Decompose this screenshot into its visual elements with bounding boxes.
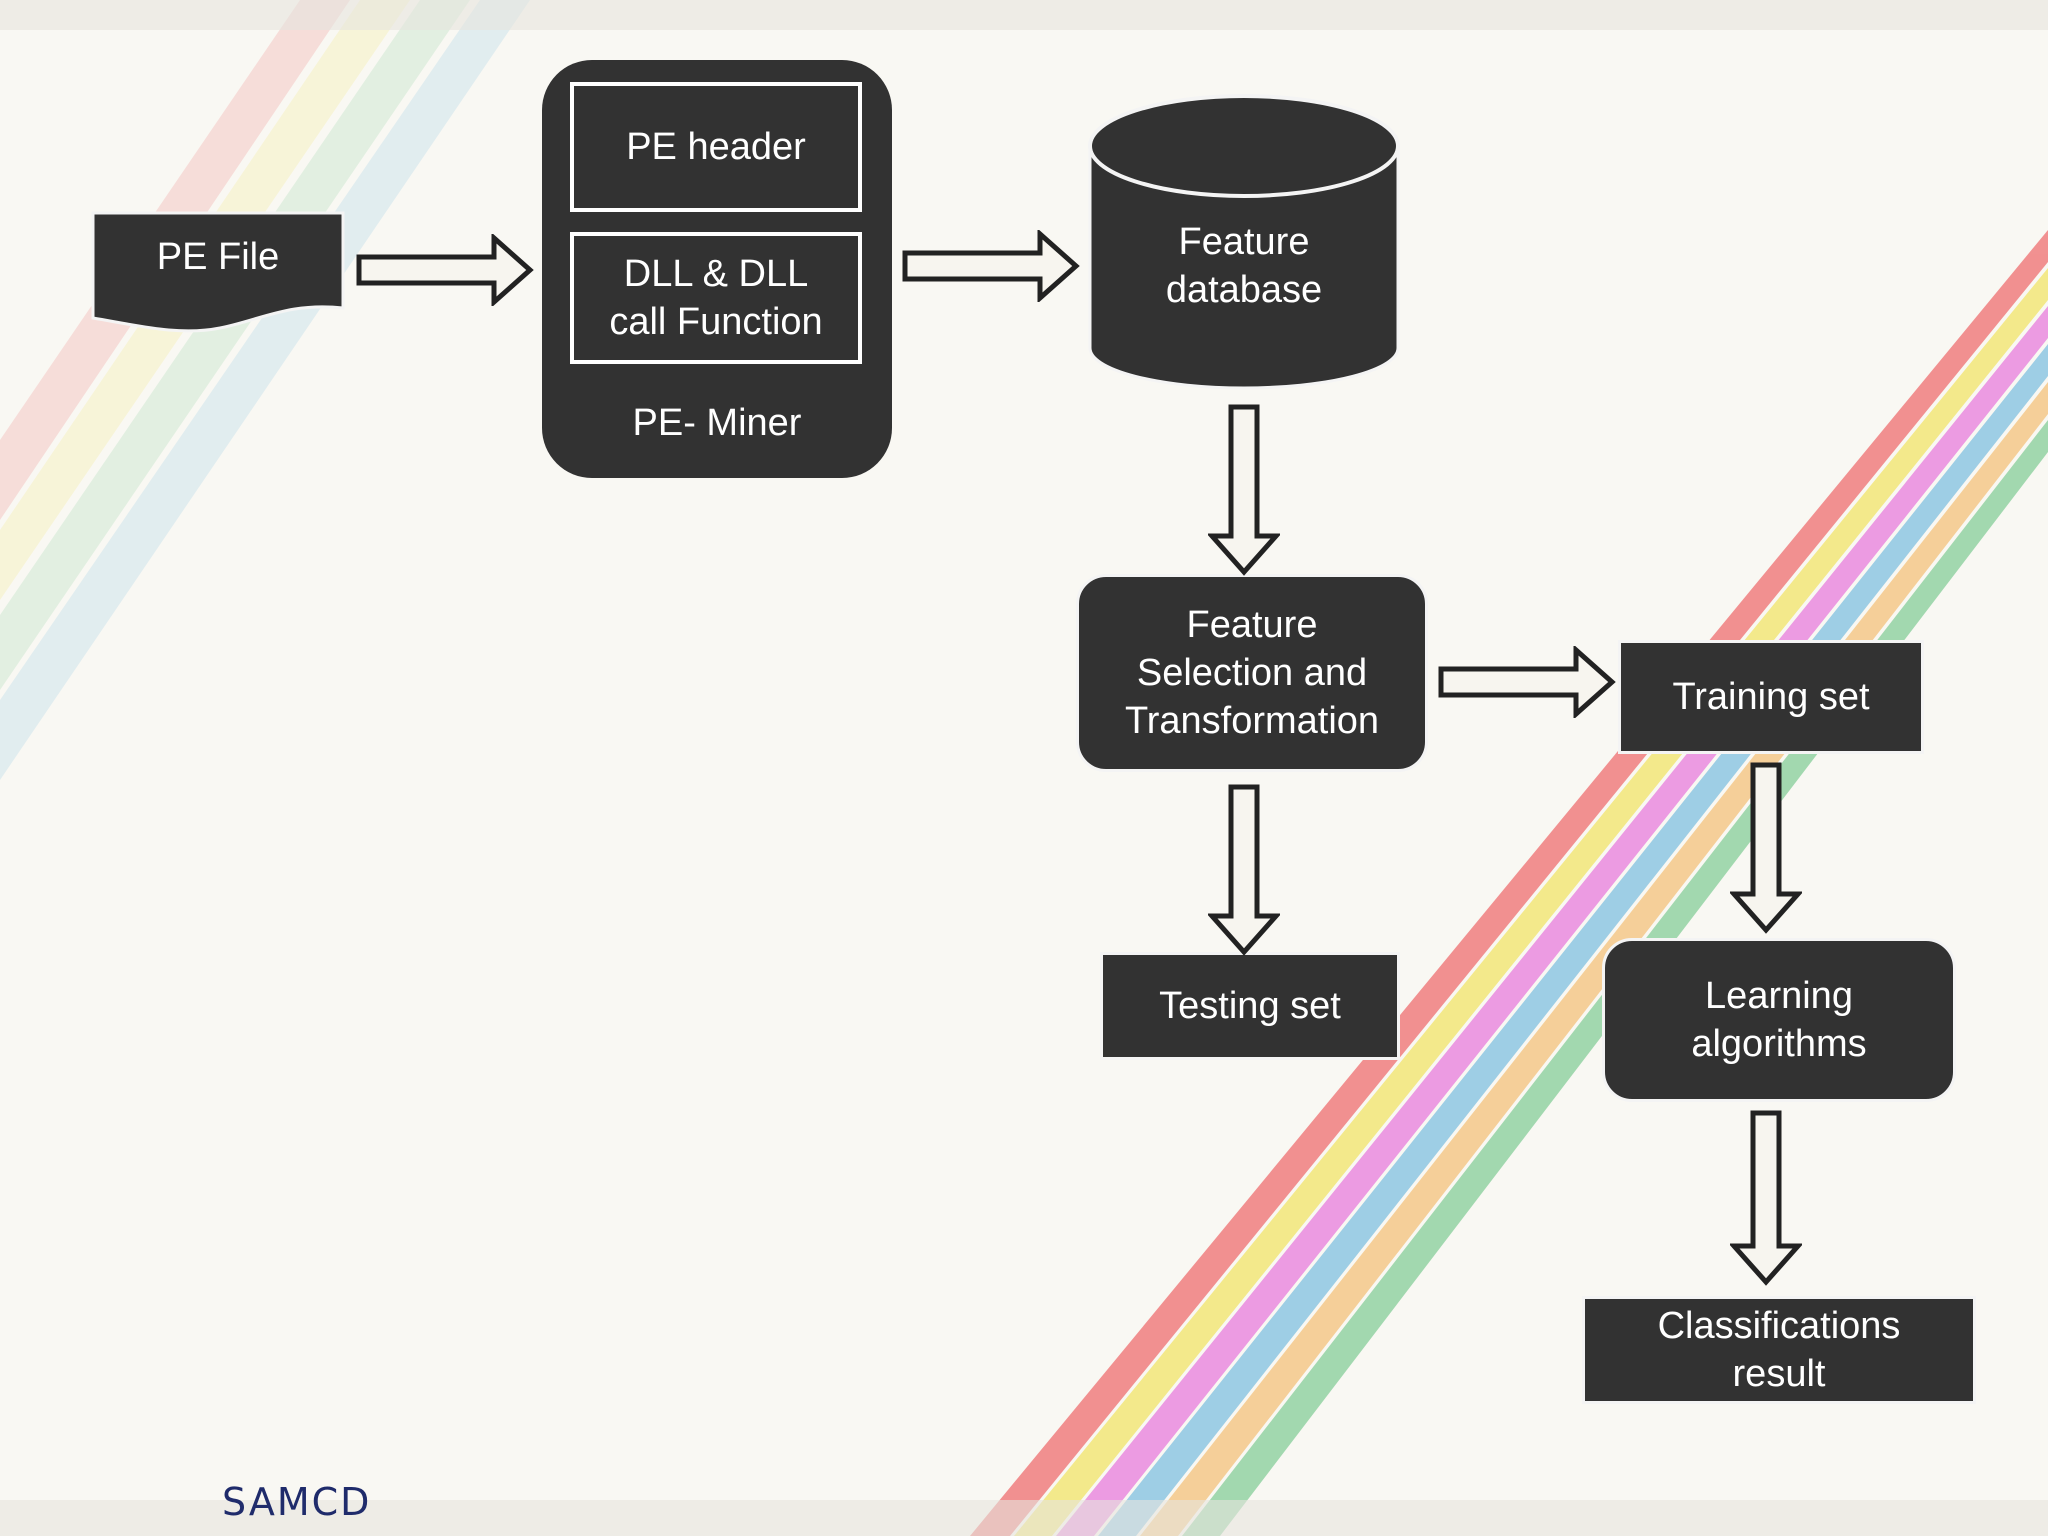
- stripe-pink: [1056, 306, 2048, 1536]
- feature-database-line-1: Feature: [1178, 221, 1310, 263]
- stripe-faint-blue: [0, 0, 530, 780]
- pe-miner-label: PE- Miner: [632, 402, 802, 444]
- pe-header-box: PE header: [570, 82, 862, 212]
- testing-set-box: Testing set: [1100, 952, 1400, 1060]
- dll-call-function-box: DLL & DLL call Function: [570, 232, 862, 364]
- arrow-database-to-selection: [1208, 404, 1280, 576]
- classifications-result-box: Classifications result: [1582, 1296, 1976, 1404]
- stripe-faint-green: [0, 0, 470, 690]
- grunge-top-edge: [0, 0, 2048, 30]
- training-set-box: Training set: [1618, 640, 1924, 754]
- fst-line-1: Feature: [1186, 604, 1318, 646]
- arrow-learning-to-classification: [1730, 1110, 1802, 1286]
- stripe-yellow: [1014, 268, 2048, 1536]
- feature-database-label: Feature database: [1086, 218, 1402, 314]
- feature-selection-transformation-box: Feature Selection and Transformation: [1076, 574, 1428, 772]
- fst-line-3: Transformation: [1124, 700, 1380, 742]
- stripe-red: [970, 230, 2048, 1536]
- learning-algorithms-box: Learning algorithms: [1602, 938, 1956, 1102]
- dll-line-1: DLL & DLL: [623, 253, 809, 295]
- arrow-miner-to-database: [902, 230, 1080, 302]
- training-set-label: Training set: [1672, 676, 1870, 718]
- learning-line-2: algorithms: [1691, 1023, 1867, 1065]
- dll-line-2: call Function: [609, 301, 823, 343]
- feature-database-line-2: database: [1165, 269, 1323, 311]
- pe-file-label: PE File: [156, 236, 280, 278]
- pe-header-label: PE header: [626, 126, 806, 168]
- arrow-selection-to-testing: [1208, 784, 1280, 956]
- classification-line-1: Classifications: [1657, 1305, 1901, 1347]
- classification-line-2: result: [1732, 1353, 1826, 1395]
- arrow-selection-to-training: [1438, 646, 1616, 718]
- arrow-training-to-learning: [1730, 762, 1802, 934]
- feature-database-cylinder: [1088, 94, 1400, 390]
- learning-line-1: Learning: [1705, 975, 1853, 1017]
- arrow-pe-file-to-miner: [356, 234, 534, 306]
- footer-brand-text: SAMCD: [222, 1480, 372, 1524]
- grunge-bottom-edge: [0, 1500, 2048, 1536]
- pe-file-document-shape: [91, 211, 345, 333]
- testing-set-label: Testing set: [1159, 985, 1341, 1027]
- fst-line-2: Selection and: [1136, 652, 1368, 694]
